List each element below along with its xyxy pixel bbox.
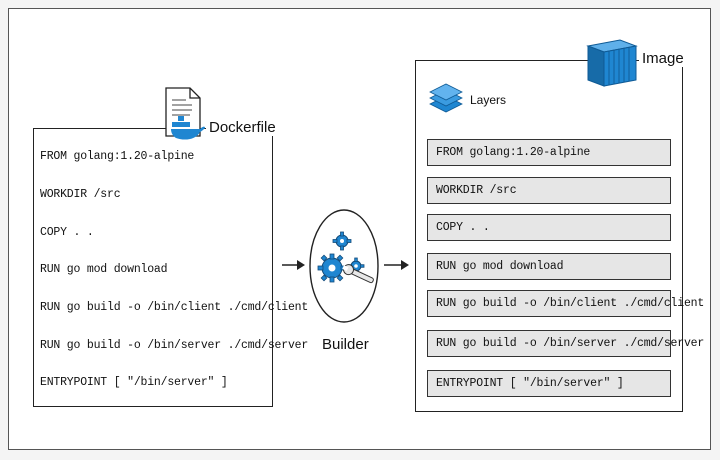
image-title: Image [639,50,687,67]
arrow-right-icon [282,260,305,270]
builder-label: Builder [322,336,369,353]
image-layer: ENTRYPOINT [ "/bin/server" ] [427,370,671,397]
dockerfile-line: RUN go mod download [40,263,168,276]
dockerfile-line: RUN go build -o /bin/client ./cmd/client [40,301,309,314]
image-layer: RUN go mod download [427,253,671,280]
layers-icon [429,83,463,113]
dockerfile-line: RUN go build -o /bin/server ./cmd/server [40,339,309,352]
image-layer: FROM golang:1.20-alpine [427,139,671,166]
dockerfile-line: COPY . . [40,226,94,239]
gears-icon [309,209,379,323]
image-layer: RUN go build -o /bin/server ./cmd/server [427,330,704,357]
dockerfile-line: FROM golang:1.20-alpine [40,150,195,163]
dockerfile-box [33,128,273,407]
image-layer: COPY . . [427,214,671,241]
container-icon [586,39,638,87]
arrow-right-icon [384,260,409,270]
image-layer: RUN go build -o /bin/client ./cmd/client [427,290,704,317]
dockerfile-line: WORKDIR /src [40,188,121,201]
docker-whale-icon [171,116,205,140]
dockerfile-line: ENTRYPOINT [ "/bin/server" ] [40,376,228,389]
dockerfile-title: Dockerfile [206,119,279,136]
image-layer: WORKDIR /src [427,177,671,204]
layers-label: Layers [470,93,507,107]
